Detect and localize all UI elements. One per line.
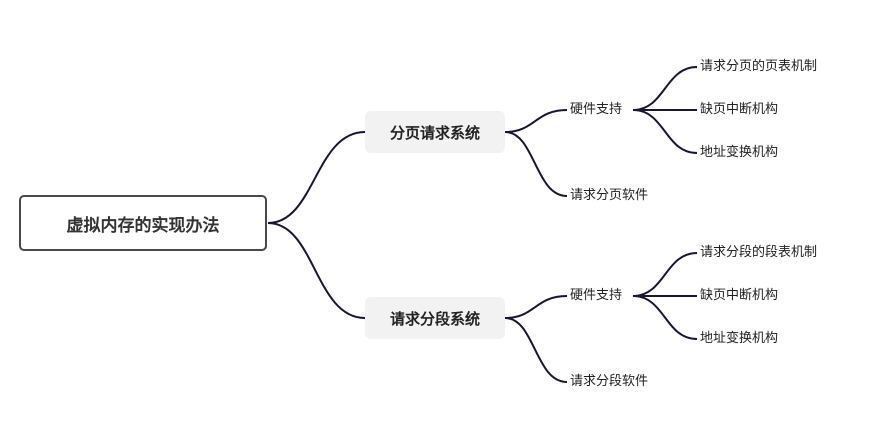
edge-hw-0-leaf-2 [632, 109, 698, 154]
paging-page-fault-node[interactable]: 缺页中断机构 [700, 102, 779, 117]
edge-branch-0-hw [504, 109, 568, 133]
paging-address-translation-node[interactable]: 地址变换机构 [700, 145, 779, 160]
root-node[interactable]: 虚拟内存的实现办法 [19, 195, 267, 251]
segmentation-hardware-node[interactable]: 硬件支持 [570, 288, 623, 303]
segmentation-segment-table-node[interactable]: 请求分段的段表机制 [700, 245, 818, 260]
edge-hw-1-leaf-0 [632, 252, 698, 297]
segmentation-page-fault-node[interactable]: 缺页中断机构 [700, 288, 779, 303]
edge-root-branch-1 [267, 222, 366, 319]
paging-page-table-node[interactable]: 请求分页的页表机制 [700, 59, 818, 74]
paging-software-node[interactable]: 请求分页软件 [570, 188, 649, 203]
segmentation-address-translation-node[interactable]: 地址变换机构 [700, 331, 779, 346]
segmentation-software-node[interactable]: 请求分段软件 [570, 374, 649, 389]
branch-node-paging[interactable]: 分页请求系统 [365, 111, 505, 153]
paging-hardware-node[interactable]: 硬件支持 [570, 102, 623, 117]
edge-hw-1-leaf-2 [632, 295, 698, 340]
edge-branch-0-sw [504, 131, 568, 197]
edge-branch-1-sw [504, 317, 568, 383]
branch-node-segmentation[interactable]: 请求分段系统 [365, 297, 505, 339]
edge-branch-1-hw [504, 295, 568, 319]
edge-hw-0-leaf-0 [632, 66, 698, 111]
edge-root-branch-0 [267, 131, 366, 224]
